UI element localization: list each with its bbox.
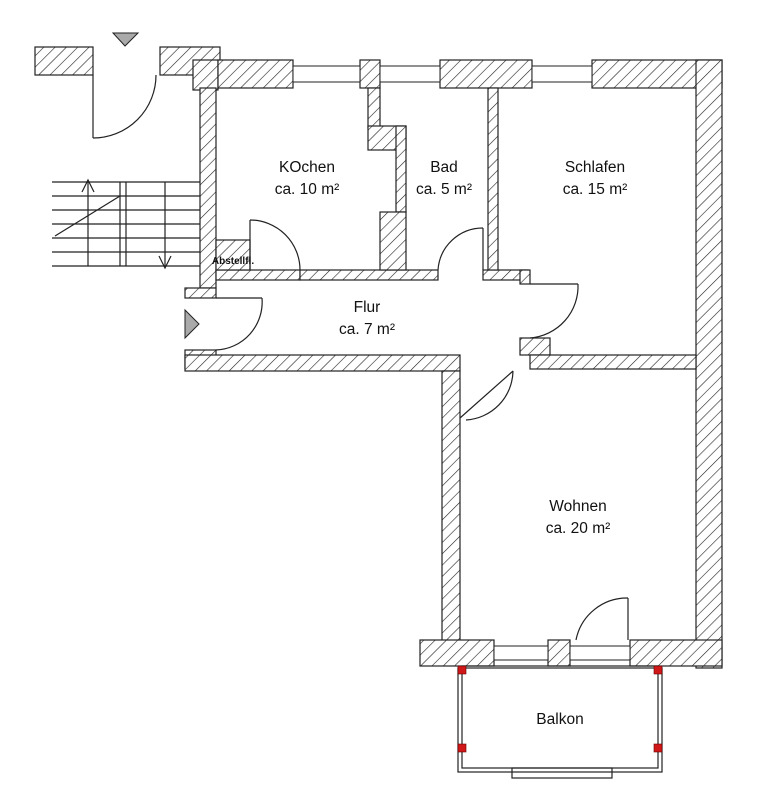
entry-door-swing <box>92 74 157 139</box>
wall-bottom-2 <box>547 639 571 667</box>
storage-name: Abstellfl. <box>212 256 254 267</box>
wall-bottom-3 <box>629 639 723 667</box>
living-door-swing <box>465 370 514 421</box>
kitchen-area: ca. 10 m² <box>275 181 340 198</box>
balcony <box>457 665 663 779</box>
balcony-door-swing <box>575 597 629 641</box>
living-name: Wohnen <box>549 498 606 515</box>
bedroom-name: Schlafen <box>565 159 625 176</box>
wall-top-3 <box>439 59 533 89</box>
window-living-left <box>493 645 549 661</box>
wall-kitchen-bath-top <box>367 87 381 129</box>
hall-name: Flur <box>354 299 381 316</box>
hall-area: ca. 7 m² <box>339 321 395 338</box>
kitchen-door-swing <box>249 219 301 271</box>
balcony-outline-outer <box>457 667 663 773</box>
hall-entry-door-swing <box>215 297 263 351</box>
wall-right <box>695 59 723 669</box>
kitchen-name: KOchen <box>279 159 335 176</box>
wall-hall-right-bottom <box>519 337 551 356</box>
balcony-post <box>457 665 467 675</box>
interior-walls <box>215 87 697 370</box>
wall-bath-bedroom <box>487 87 499 271</box>
wall-top-2 <box>359 59 381 89</box>
window-kitchen <box>292 65 361 83</box>
bath-door-swing <box>437 227 484 271</box>
wall-hall-left-top <box>184 287 217 299</box>
entrance-marker-icon <box>184 308 200 340</box>
living-door-leaf <box>459 370 514 419</box>
balcony-post <box>653 665 663 675</box>
stair-cut-line <box>54 195 121 237</box>
wall-kitchen-bath-bottom <box>379 211 407 271</box>
wall-kitchen-bath-mid <box>395 125 407 213</box>
exterior-walls <box>34 46 723 669</box>
stair-arrow-icon <box>81 178 95 193</box>
window-bedroom <box>531 65 593 83</box>
wall-hall-right-top <box>519 269 531 285</box>
wall-hall-top-1 <box>215 269 301 281</box>
bath-area: ca. 5 m² <box>416 181 472 198</box>
wall-top-1 <box>217 59 294 89</box>
wall-hall-bottom <box>184 354 461 372</box>
balcony-post <box>457 743 467 753</box>
entrance-marker-icon <box>111 32 140 47</box>
doors <box>92 74 629 641</box>
bedroom-area: ca. 15 m² <box>563 181 628 198</box>
wall-hall-top-2 <box>299 269 439 281</box>
storage-box <box>215 239 251 271</box>
wall-living-left <box>441 370 461 650</box>
wall-bedroom-living <box>529 354 697 370</box>
window-bath <box>379 65 441 83</box>
living-area: ca. 20 m² <box>546 520 611 537</box>
wall-entry-corner <box>192 59 219 91</box>
balcony-name: Balkon <box>536 711 583 728</box>
window-living-right <box>569 645 631 661</box>
bath-name: Bad <box>430 159 458 176</box>
wall-top-entry-left <box>34 46 94 76</box>
wall-bottom-1 <box>419 639 495 667</box>
balcony-post <box>653 743 663 753</box>
balcony-step <box>511 767 613 779</box>
bedroom-door-swing <box>529 283 579 339</box>
staircase <box>52 178 200 270</box>
stair-arrow-icon <box>158 255 172 270</box>
